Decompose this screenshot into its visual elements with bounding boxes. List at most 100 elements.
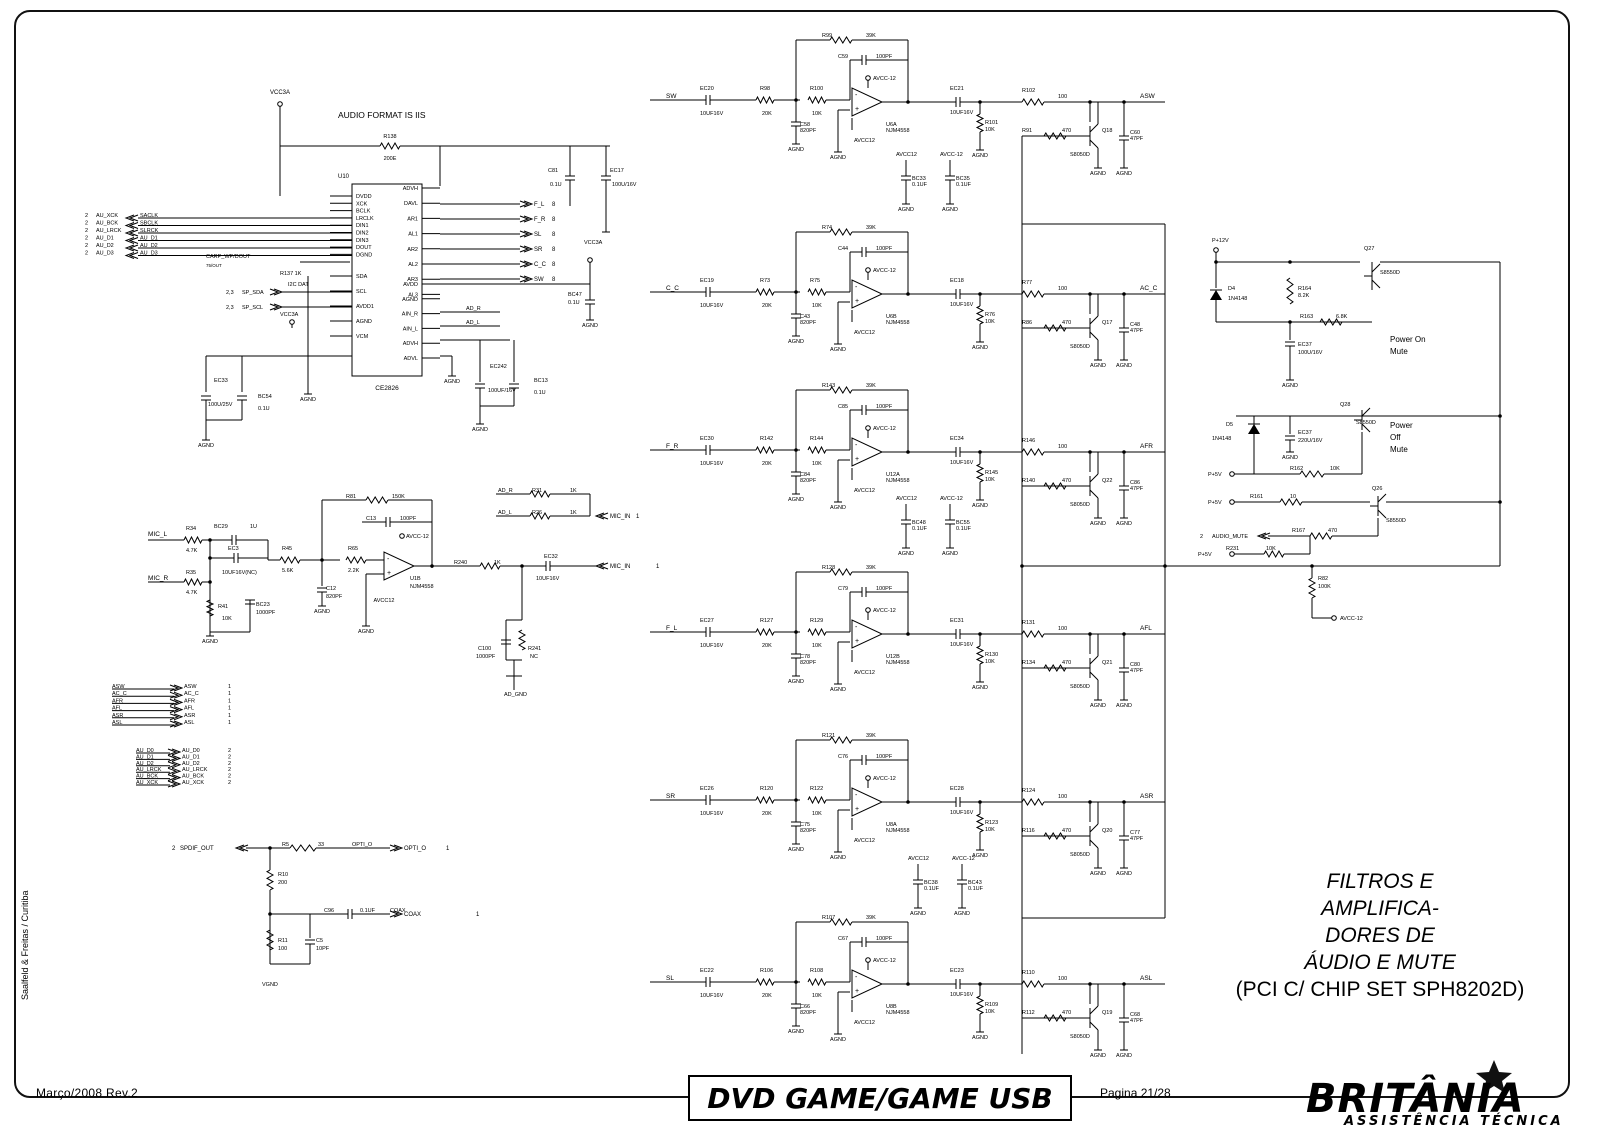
label: COAX	[404, 912, 421, 918]
wire	[238, 844, 249, 852]
brand-name: BRITÂNIA	[1306, 1076, 1525, 1122]
wire	[519, 260, 530, 268]
diode-symbol	[1210, 290, 1222, 300]
label: AL1	[408, 232, 418, 238]
label: 100UF/16V	[488, 388, 516, 394]
label: AVCC12	[896, 496, 917, 502]
label: 470	[1328, 528, 1337, 534]
label: Q27	[1364, 246, 1374, 252]
label: 10UF16V	[536, 576, 560, 582]
label: 10K	[1330, 466, 1340, 472]
label: U8B	[886, 1004, 897, 1010]
label: DIN2	[356, 231, 369, 237]
label: AU_D2	[96, 243, 114, 249]
ground-label: AGND	[830, 505, 846, 511]
ground-label: AGND	[358, 629, 374, 635]
wire	[124, 244, 135, 252]
ground-label: AGND	[788, 847, 804, 853]
ground-label: AGND	[1116, 363, 1132, 369]
label: AVCC-12	[873, 426, 896, 432]
label: C79	[838, 586, 848, 592]
label: 10K	[985, 1009, 995, 1015]
label: AVCC12	[854, 138, 875, 144]
resistor-symbol	[1309, 532, 1333, 540]
label: R145	[985, 470, 998, 476]
label: 0.1UF	[912, 526, 928, 532]
label: R116	[1022, 828, 1035, 834]
label: AU_D3	[140, 251, 158, 257]
label: R100	[810, 86, 823, 92]
resistor-symbol	[829, 918, 853, 926]
label: C86	[1130, 480, 1140, 486]
ground-label: AGND	[314, 609, 330, 615]
wire	[598, 512, 609, 520]
label: 10K	[985, 127, 995, 133]
label: +	[855, 106, 859, 113]
label: U1B	[410, 576, 421, 582]
label: 10K	[985, 319, 995, 325]
ground-label: AGND	[300, 397, 316, 403]
label: 8	[552, 202, 556, 208]
resistor-symbol	[529, 511, 551, 521]
wire	[269, 288, 280, 296]
label: R81	[346, 494, 356, 500]
label: 100	[1058, 626, 1067, 632]
ground-label: AGND	[198, 443, 214, 449]
label: 20K	[762, 461, 772, 467]
label: BC43	[968, 880, 982, 886]
label: 820PF	[800, 1010, 817, 1016]
label: AVDD1	[356, 304, 374, 310]
ground-label: AGND	[954, 911, 970, 917]
label: 1	[228, 684, 231, 690]
wire	[171, 774, 182, 782]
label: 2	[228, 761, 231, 767]
wire	[519, 245, 530, 253]
label: AFL	[112, 706, 122, 712]
resistor-symbol	[1021, 98, 1045, 106]
label: 6.8K	[1336, 314, 1348, 320]
label: AVCC12	[374, 598, 395, 604]
label: 10K	[812, 993, 822, 999]
label: 100PF	[876, 246, 893, 252]
wire	[1089, 139, 1099, 149]
block-title-line-3: DORES DE	[1325, 924, 1435, 947]
label: 2	[172, 846, 176, 852]
label: AD_GND	[504, 692, 527, 698]
label: 39K	[866, 33, 876, 39]
label: P+5V	[1198, 552, 1212, 558]
model-title: DVD GAME/GAME USB	[688, 1075, 1072, 1121]
resistor-symbol	[183, 577, 203, 587]
label: AU_LRCK	[96, 228, 122, 234]
label: R10	[278, 872, 288, 878]
label: R121	[822, 733, 835, 739]
label: 8	[552, 247, 556, 253]
label: 100U/16V	[1298, 350, 1323, 356]
label: AU_BCK	[136, 774, 158, 780]
label: ASR	[1140, 793, 1154, 800]
wire	[1089, 123, 1099, 133]
resistor-symbol	[1021, 980, 1045, 988]
label: 100PF	[876, 54, 893, 60]
label: 10PF	[316, 946, 330, 952]
wire	[1089, 1021, 1099, 1031]
label: AU_LRCK	[182, 767, 208, 773]
label: 8	[552, 262, 556, 268]
label: AR1	[407, 216, 418, 222]
wire	[173, 684, 184, 692]
label: AL2	[408, 262, 418, 268]
label: 100K	[1318, 584, 1331, 590]
resistor-symbol	[1043, 324, 1067, 332]
label: R161	[1250, 494, 1263, 500]
wire	[124, 222, 135, 229]
wire	[389, 844, 400, 852]
mute-circuit: P+12VD41N4148R1648.2KAGNDEC37100U/16VR16…	[1198, 238, 1502, 622]
wire	[519, 215, 530, 223]
label: S8550D	[1380, 270, 1400, 276]
label: MIC_IN	[610, 514, 630, 520]
brand-subtitle: ASSISTÊNCIA TÉCNICA	[1344, 1114, 1564, 1129]
wire	[167, 780, 178, 788]
ground-label: AGND	[942, 551, 958, 557]
label: 10UF16V	[700, 303, 724, 309]
label: 100	[1058, 94, 1067, 100]
label: 470	[1062, 320, 1071, 326]
